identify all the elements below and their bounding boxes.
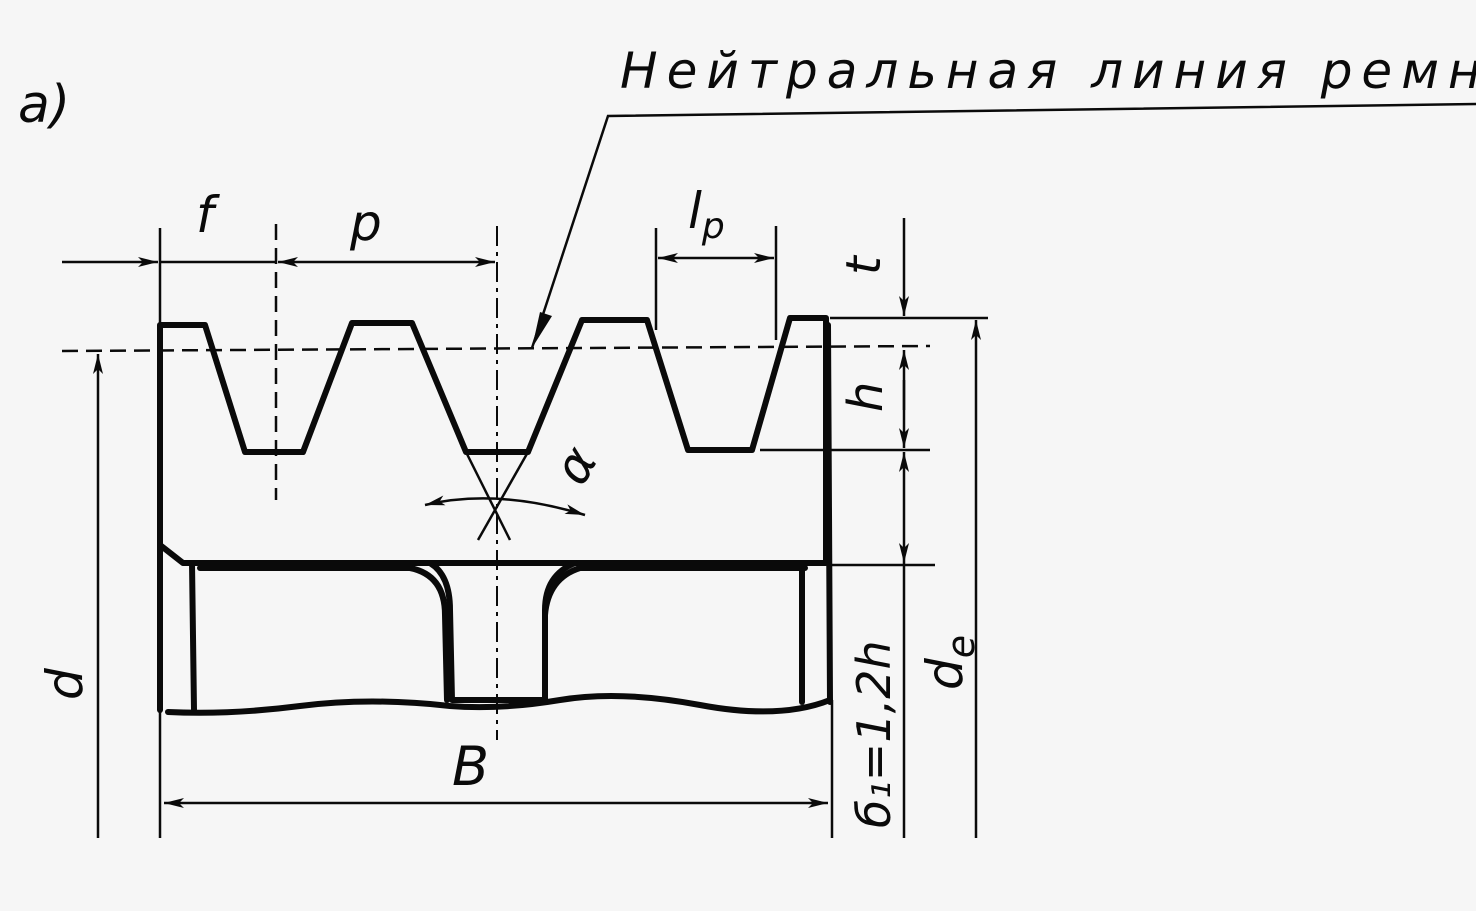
dim-label-f: f: [196, 186, 220, 244]
dim-label-lp-sub: p: [701, 206, 725, 247]
dim-label-delta: б₁=1,2h: [847, 640, 901, 828]
alpha-arc: [424, 495, 586, 517]
dim-label-de-sub: e: [939, 635, 983, 658]
neutral-line: [61, 344, 931, 353]
pulley-rim-section: [157, 315, 829, 566]
rim-inner-left-2: [189, 560, 197, 713]
dim-label-alpha: α: [542, 436, 609, 494]
dim-label-lp-main: l: [688, 182, 702, 240]
dim-label-B: B: [452, 735, 489, 798]
figure-label: a): [18, 75, 70, 135]
dim-label-de-main: d: [916, 658, 974, 690]
dim-label-h: h: [838, 382, 894, 412]
dim-label-d: d: [36, 668, 94, 700]
neutral-line-arrowhead: [532, 312, 552, 348]
dim-label-t: t: [836, 254, 892, 275]
cavity-left-curve: [197, 565, 450, 703]
dim-label-de: de: [916, 635, 983, 690]
rim-inner-right-2: [825, 322, 833, 705]
neutral-line-leader: [530, 102, 1476, 349]
dim-label-lp: lp: [688, 182, 725, 247]
neutral-line-caption: Нейтральная линия ремня: [620, 42, 1476, 100]
dim-label-p: p: [349, 194, 382, 252]
cavity-right-curve: [542, 565, 808, 703]
